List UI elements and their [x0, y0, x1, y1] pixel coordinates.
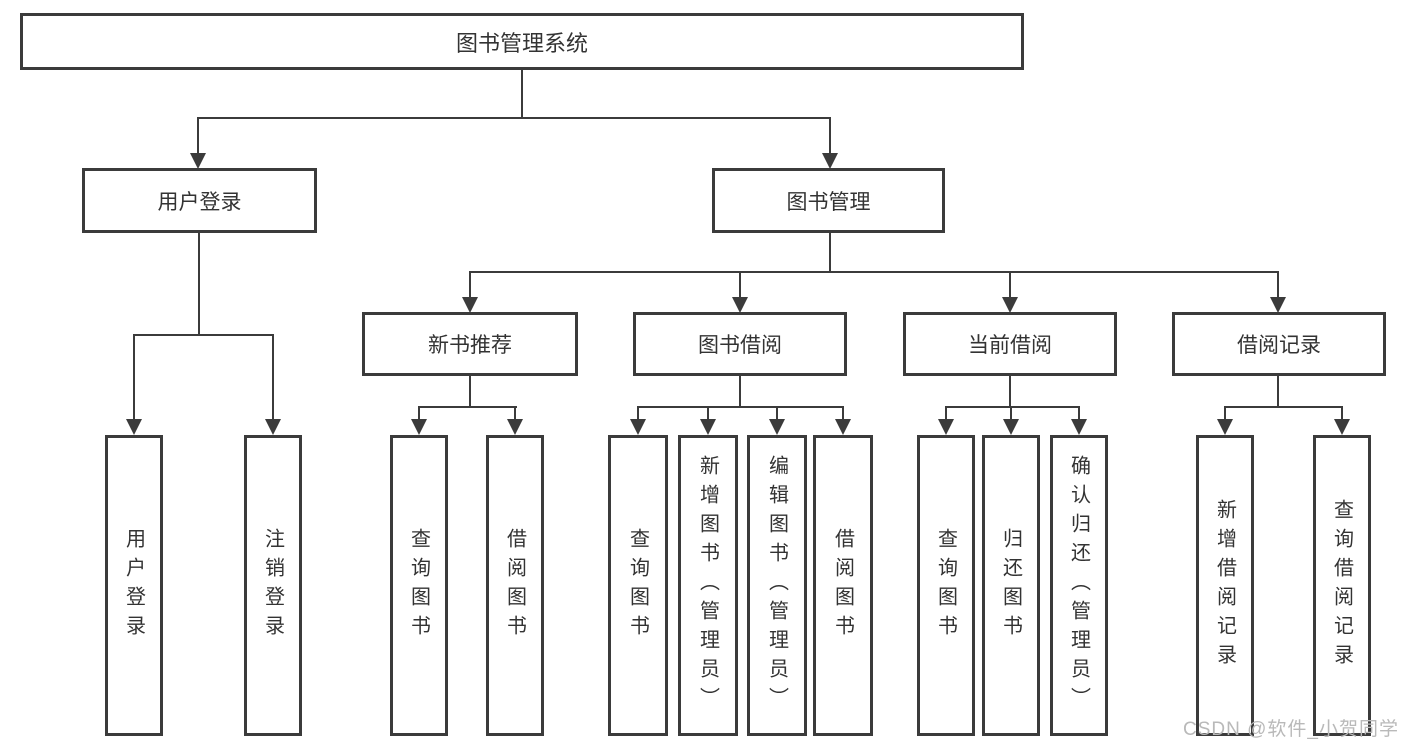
leaf-records-query-record: 查询借阅记录 — [1313, 435, 1371, 736]
connector-line — [469, 271, 471, 299]
leaf-current-query-books: 查询图书 — [917, 435, 975, 736]
arrow-down-icon — [732, 297, 748, 313]
node-user-login-label: 用户登录 — [157, 190, 242, 214]
node-book-borrow-label: 图书借阅 — [698, 334, 782, 357]
connector-line — [133, 334, 274, 336]
leaf-borrow-add-books-admin-label: 新增图书（管理员） — [696, 455, 719, 716]
arrow-down-icon — [1217, 419, 1233, 435]
arrow-down-icon — [190, 153, 206, 169]
node-root: 图书管理系统 — [20, 13, 1024, 70]
arrow-down-icon — [1071, 419, 1087, 435]
connector-line — [1277, 376, 1279, 407]
leaf-borrow-edit-books-admin: 编辑图书（管理员） — [747, 435, 807, 736]
arrow-down-icon — [462, 297, 478, 313]
leaf-records-query-record-label: 查询借阅记录 — [1330, 498, 1353, 673]
connector-line — [469, 376, 471, 407]
connector-line — [1277, 271, 1279, 299]
arrow-down-icon — [265, 419, 281, 435]
node-borrow-records-label: 借阅记录 — [1237, 334, 1321, 357]
arrow-down-icon — [835, 419, 851, 435]
connector-line — [469, 271, 1279, 273]
connector-line — [707, 406, 709, 421]
leaf-recommend-borrow-books-label: 借阅图书 — [503, 527, 526, 644]
connector-line — [945, 406, 1080, 408]
leaf-borrow-borrow-books: 借阅图书 — [813, 435, 873, 736]
connector-line — [1341, 406, 1343, 421]
arrow-down-icon — [126, 419, 142, 435]
connector-line — [1009, 376, 1011, 407]
leaf-borrow-add-books-admin: 新增图书（管理员） — [678, 435, 738, 736]
node-book-management-label: 图书管理 — [786, 190, 871, 214]
leaf-user-login: 用户登录 — [105, 435, 163, 736]
arrow-down-icon — [507, 419, 523, 435]
connector-line — [1078, 406, 1080, 421]
leaf-logout-label: 注销登录 — [261, 527, 284, 644]
node-new-book-recommend-label: 新书推荐 — [428, 334, 512, 357]
node-current-borrow: 当前借阅 — [903, 312, 1117, 376]
leaf-current-return-books-label: 归还图书 — [999, 527, 1022, 644]
node-book-management: 图书管理 — [712, 168, 945, 233]
leaf-records-add-record-label: 新增借阅记录 — [1213, 498, 1236, 673]
leaf-recommend-borrow-books: 借阅图书 — [486, 435, 544, 736]
arrow-down-icon — [1270, 297, 1286, 313]
connector-line — [272, 334, 274, 421]
leaf-current-confirm-return-admin-label: 确认归还（管理员） — [1067, 455, 1090, 716]
connector-line — [1009, 271, 1011, 299]
node-book-borrow: 图书借阅 — [633, 312, 847, 376]
connector-line — [133, 334, 135, 421]
leaf-recommend-query-books: 查询图书 — [390, 435, 448, 736]
connector-line — [1224, 406, 1343, 408]
connector-line — [945, 406, 947, 421]
connector-line — [418, 406, 420, 421]
leaf-current-return-books: 归还图书 — [982, 435, 1040, 736]
arrow-down-icon — [938, 419, 954, 435]
arrow-down-icon — [411, 419, 427, 435]
connector-line — [197, 117, 199, 155]
arrow-down-icon — [1002, 297, 1018, 313]
connector-line — [842, 406, 844, 421]
node-borrow-records: 借阅记录 — [1172, 312, 1386, 376]
connector-line — [197, 117, 831, 119]
arrow-down-icon — [822, 153, 838, 169]
node-root-label: 图书管理系统 — [455, 30, 588, 56]
connector-line — [776, 406, 778, 421]
connector-line — [829, 117, 831, 155]
connector-line — [829, 233, 831, 272]
connector-line — [1224, 406, 1226, 421]
leaf-borrow-borrow-books-label: 借阅图书 — [831, 527, 854, 644]
leaf-borrow-query-books: 查询图书 — [608, 435, 668, 736]
leaf-current-confirm-return-admin: 确认归还（管理员） — [1050, 435, 1108, 736]
node-new-book-recommend: 新书推荐 — [362, 312, 578, 376]
csdn-watermark: CSDN @软件_小贺同学 — [1183, 719, 1399, 740]
connector-line — [739, 376, 741, 407]
arrow-down-icon — [700, 419, 716, 435]
connector-line — [637, 406, 844, 408]
leaf-borrow-query-books-label: 查询图书 — [626, 527, 649, 644]
connector-line — [198, 233, 200, 336]
arrow-down-icon — [630, 419, 646, 435]
connector-line — [418, 406, 517, 408]
connector-line — [739, 271, 741, 299]
leaf-records-add-record: 新增借阅记录 — [1196, 435, 1254, 736]
node-user-login: 用户登录 — [82, 168, 317, 233]
connector-line — [514, 406, 516, 421]
connector-line — [637, 406, 639, 421]
arrow-down-icon — [1003, 419, 1019, 435]
node-current-borrow-label: 当前借阅 — [968, 334, 1052, 357]
leaf-recommend-query-books-label: 查询图书 — [407, 527, 430, 644]
connector-line — [1010, 406, 1012, 421]
arrow-down-icon — [769, 419, 785, 435]
leaf-borrow-edit-books-admin-label: 编辑图书（管理员） — [765, 455, 788, 716]
leaf-logout: 注销登录 — [244, 435, 302, 736]
connector-line — [521, 69, 523, 118]
leaf-current-query-books-label: 查询图书 — [934, 527, 957, 644]
arrow-down-icon — [1334, 419, 1350, 435]
leaf-user-login-label: 用户登录 — [122, 527, 145, 644]
